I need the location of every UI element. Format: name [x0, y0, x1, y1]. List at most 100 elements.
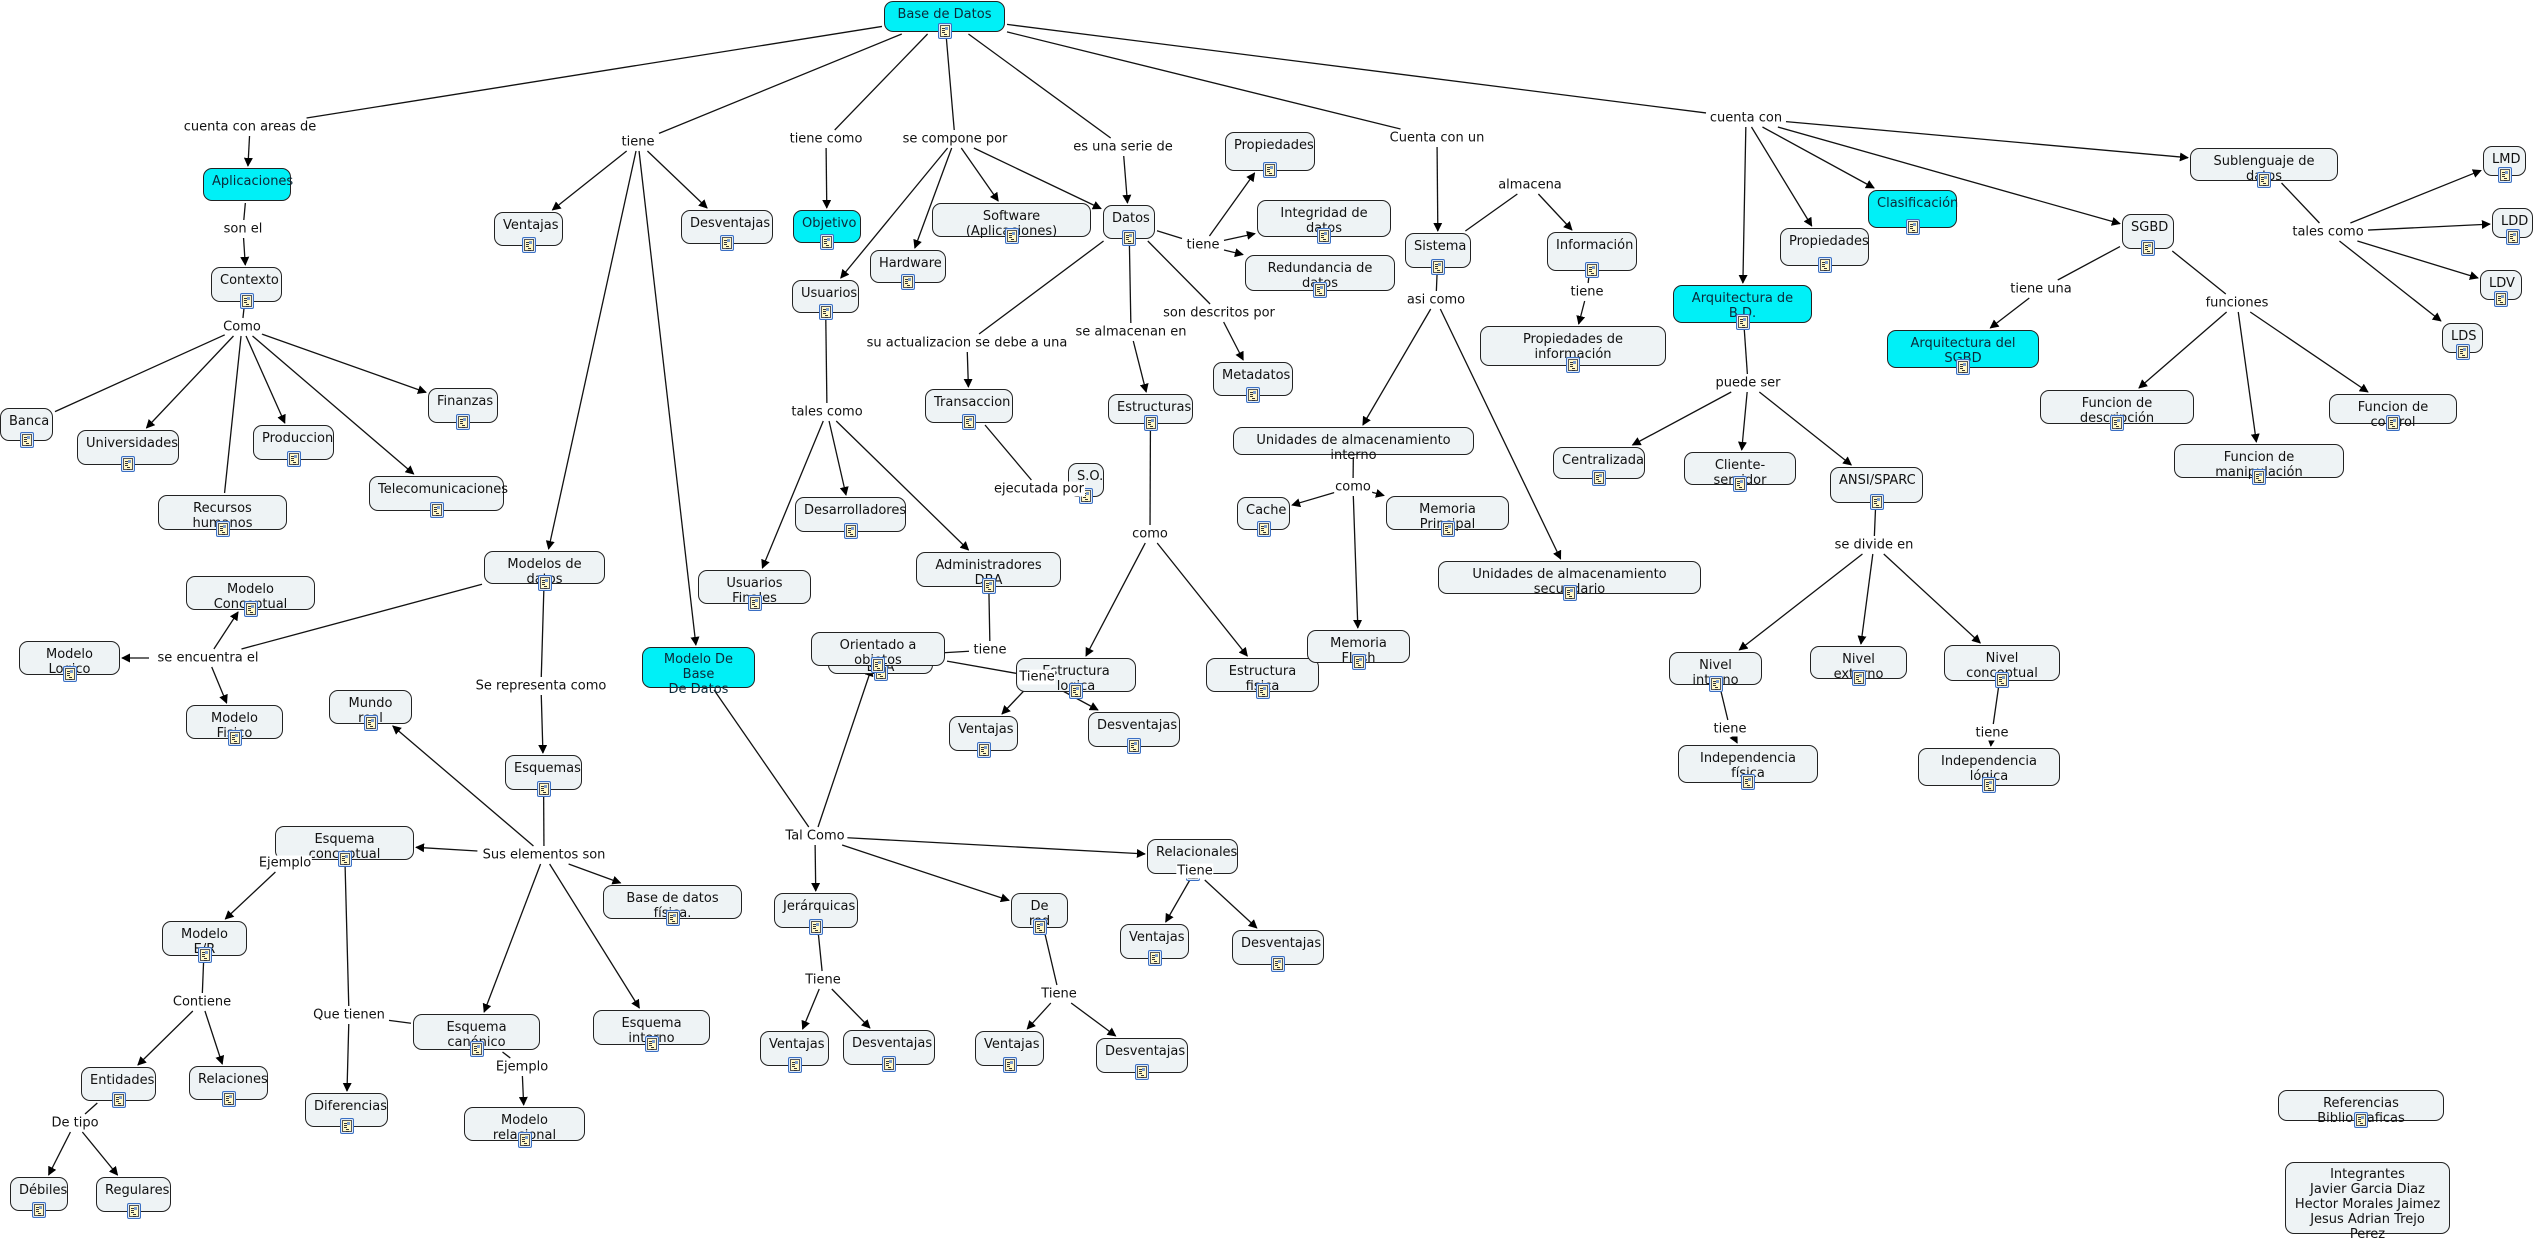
concept-node-propiedades2[interactable]: Propiedades	[1780, 228, 1869, 266]
linking-phrase[interactable]: son el	[223, 222, 264, 237]
concept-node-ventajas5[interactable]: Ventajas	[975, 1031, 1044, 1066]
concept-node-orientado[interactable]: Orientado a objetos	[811, 632, 945, 666]
attached-document-icon[interactable]	[1906, 219, 1920, 235]
concept-node-ldv[interactable]: LDV	[2480, 270, 2522, 300]
linking-phrase[interactable]: Tiene	[1018, 670, 1055, 685]
attached-document-icon[interactable]	[456, 414, 470, 430]
concept-node-uai[interactable]: Unidades de almacenamiento interno	[1233, 427, 1474, 455]
attached-document-icon[interactable]	[2506, 229, 2520, 245]
attached-document-icon[interactable]	[522, 237, 536, 253]
concept-node-nivelconc[interactable]: Nivel conceptual	[1944, 645, 2060, 681]
concept-node-informacion[interactable]: Información	[1547, 232, 1637, 271]
concept-node-modlog[interactable]: Modelo Logico	[19, 641, 120, 675]
attached-document-icon[interactable]	[871, 657, 885, 673]
attached-document-icon[interactable]	[20, 432, 34, 448]
attached-document-icon[interactable]	[1352, 654, 1366, 670]
attached-document-icon[interactable]	[1441, 521, 1455, 537]
linking-phrase[interactable]: Tiene	[1040, 987, 1077, 1002]
concept-node-arqsgbd[interactable]: Arquitectura del SGBD	[1887, 330, 2039, 368]
attached-document-icon[interactable]	[1271, 956, 1285, 972]
concept-node-transaccion[interactable]: Transaccion	[925, 389, 1013, 423]
attached-document-icon[interactable]	[977, 742, 991, 758]
concept-node-fcontrol[interactable]: Funcion de control	[2329, 394, 2457, 424]
attached-document-icon[interactable]	[2456, 344, 2470, 360]
attached-document-icon[interactable]	[1246, 387, 1260, 403]
concept-node-nivelint[interactable]: Nivel interno	[1669, 652, 1762, 685]
concept-node-regulares[interactable]: Regulares	[96, 1177, 171, 1212]
concept-node-indlog[interactable]: Independencia lógica	[1918, 748, 2060, 786]
concept-node-modrel[interactable]: Modelo relacional	[464, 1107, 585, 1141]
attached-document-icon[interactable]	[1148, 950, 1162, 966]
concept-node-objetivo[interactable]: Objetivo	[793, 210, 861, 243]
attached-document-icon[interactable]	[470, 1041, 484, 1057]
concept-node-integridad[interactable]: Integridad de datos	[1257, 200, 1391, 237]
concept-node-arqbd[interactable]: Arquitectura de B.D.	[1673, 285, 1812, 323]
linking-phrase[interactable]: Que tienen	[312, 1008, 386, 1023]
attached-document-icon[interactable]	[809, 919, 823, 935]
linking-phrase[interactable]: tiene	[1975, 726, 2010, 741]
attached-document-icon[interactable]	[198, 947, 212, 963]
attached-document-icon[interactable]	[1733, 476, 1747, 492]
attached-document-icon[interactable]	[2494, 291, 2508, 307]
linking-phrase[interactable]: como	[1131, 527, 1169, 542]
concept-node-ventajas3[interactable]: Ventajas	[1120, 924, 1189, 959]
concept-node-sistema[interactable]: Sistema	[1405, 233, 1471, 268]
attached-document-icon[interactable]	[228, 730, 242, 746]
attached-document-icon[interactable]	[1069, 683, 1083, 699]
attached-document-icon[interactable]	[901, 274, 915, 290]
concept-node-debiles[interactable]: Débiles	[10, 1177, 68, 1211]
concept-node-fmanip[interactable]: Funcion de manipulación	[2174, 444, 2344, 478]
attached-document-icon[interactable]	[1263, 162, 1277, 178]
attached-document-icon[interactable]	[240, 293, 254, 309]
linking-phrase[interactable]: es una serie de	[1072, 140, 1174, 155]
attached-document-icon[interactable]	[938, 23, 952, 39]
attached-document-icon[interactable]	[1870, 494, 1884, 510]
attached-document-icon[interactable]	[538, 575, 552, 591]
linking-phrase[interactable]: tiene una	[2009, 282, 2073, 297]
concept-node-metadatos[interactable]: Metadatos	[1213, 362, 1293, 396]
attached-document-icon[interactable]	[788, 1057, 802, 1073]
attached-document-icon[interactable]	[1852, 670, 1866, 686]
concept-node-modfis[interactable]: Modelo Fisico	[186, 705, 283, 739]
concept-node-ventajas1[interactable]: Ventajas	[494, 212, 563, 246]
attached-document-icon[interactable]	[121, 456, 135, 472]
linking-phrase[interactable]: tales como	[790, 405, 863, 420]
concept-node-telecom[interactable]: Telecomunicaciones	[369, 476, 504, 511]
attached-document-icon[interactable]	[1592, 470, 1606, 486]
concept-node-modconc[interactable]: Modelo Conceptual	[186, 576, 315, 610]
concept-node-modeloer[interactable]: Modelo E/R	[162, 921, 247, 956]
linking-phrase[interactable]: Ejemplo	[495, 1060, 549, 1075]
concept-node-usuarios[interactable]: Usuarios	[792, 280, 859, 313]
attached-document-icon[interactable]	[1563, 585, 1577, 601]
linking-phrase[interactable]: Como	[222, 320, 262, 335]
attached-document-icon[interactable]	[2252, 469, 2266, 485]
attached-document-icon[interactable]	[1135, 1064, 1149, 1080]
linking-phrase[interactable]: funciones	[2205, 296, 2270, 311]
concept-node-produccion[interactable]: Produccion	[253, 425, 334, 460]
linking-phrase[interactable]: Se representa como	[475, 679, 608, 694]
concept-node-propinfo[interactable]: Propiedades de información	[1480, 326, 1666, 366]
concept-node-banca[interactable]: Banca	[0, 408, 53, 441]
attached-document-icon[interactable]	[645, 1036, 659, 1052]
concept-node-desventajas3[interactable]: Desventajas	[1232, 930, 1324, 965]
attached-document-icon[interactable]	[1033, 919, 1047, 935]
concept-node-modbd[interactable]: Modelo De Base De Datos	[642, 647, 755, 688]
concept-node-desventajas5[interactable]: Desventajas	[1096, 1038, 1188, 1073]
concept-node-admin[interactable]: Administradores DBA	[916, 552, 1061, 587]
attached-document-icon[interactable]	[2386, 415, 2400, 431]
concept-node-clasif[interactable]: Clasificación	[1868, 190, 1957, 228]
attached-document-icon[interactable]	[1003, 1057, 1017, 1073]
linking-phrase[interactable]: tales como	[2291, 225, 2364, 240]
concept-node-jerarq[interactable]: Jerárquicas	[774, 893, 858, 928]
concept-node-hardware[interactable]: Hardware	[870, 250, 946, 283]
attached-document-icon[interactable]	[112, 1092, 126, 1108]
concept-node-propiedades1[interactable]: Propiedades	[1225, 132, 1315, 171]
attached-document-icon[interactable]	[127, 1203, 141, 1219]
linking-phrase[interactable]: tiene	[973, 643, 1008, 658]
concept-node-fdesc[interactable]: Funcion de descripción	[2040, 390, 2194, 424]
concept-node-indfis[interactable]: Independencia física	[1678, 745, 1818, 783]
concept-node-diferencias[interactable]: Diferencias	[305, 1093, 388, 1127]
attached-document-icon[interactable]	[2354, 1112, 2368, 1128]
concept-node-contexto[interactable]: Contexto	[211, 267, 282, 302]
attached-document-icon[interactable]	[430, 502, 444, 518]
